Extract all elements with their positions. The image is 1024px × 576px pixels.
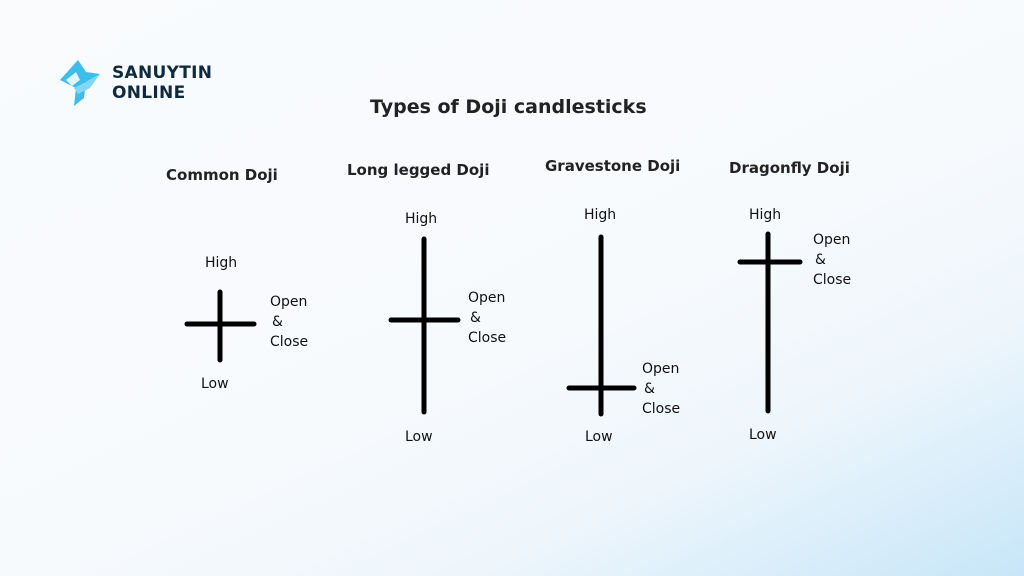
brand-logo[interactable]: SANUYTIN ONLINE bbox=[56, 58, 212, 108]
common-doji-low-label: Low bbox=[201, 376, 229, 392]
close-label: Close bbox=[642, 401, 681, 417]
candle-heading-gravestone: Gravestone Doji bbox=[545, 157, 681, 175]
close-label: Close bbox=[813, 272, 852, 288]
brand-line-1: SANUYTIN bbox=[112, 63, 213, 83]
gravestone-doji-open-close-label: Open & Close bbox=[642, 359, 680, 419]
dragonfly-doji-high-label: High bbox=[749, 207, 782, 223]
candle-heading-long-legged: Long legged Doji bbox=[347, 161, 490, 179]
common-doji-high-label: High bbox=[205, 255, 238, 271]
ampersand-label: & bbox=[272, 314, 283, 330]
common-doji-open-close-label: Open & Close bbox=[270, 292, 308, 352]
fox-logo-icon bbox=[60, 60, 100, 106]
brand-name: SANUYTIN ONLINE bbox=[112, 63, 212, 103]
candle-heading-common: Common Doji bbox=[166, 166, 278, 184]
open-label: Open bbox=[270, 294, 308, 310]
dragonfly-doji-low-label: Low bbox=[749, 427, 777, 443]
gravestone-doji-low-label: Low bbox=[585, 429, 613, 445]
close-label: Close bbox=[270, 334, 309, 350]
ampersand-label: & bbox=[470, 310, 481, 326]
close-label: Close bbox=[468, 330, 507, 346]
diagram-title: Types of Doji candlesticks bbox=[370, 96, 647, 118]
long-legged-doji-high-label: High bbox=[405, 211, 438, 227]
long-legged-doji-open-close-label: Open & Close bbox=[468, 288, 506, 348]
dragonfly-doji-open-close-label: Open & Close bbox=[813, 230, 851, 290]
open-label: Open bbox=[468, 290, 506, 306]
gravestone-doji-high-label: High bbox=[584, 207, 617, 223]
open-label: Open bbox=[642, 361, 680, 377]
open-label: Open bbox=[813, 232, 851, 248]
long-legged-doji-low-label: Low bbox=[405, 429, 433, 445]
brand-line-2: ONLINE bbox=[112, 83, 186, 103]
candle-heading-dragonfly: Dragonfly Doji bbox=[729, 159, 850, 177]
ampersand-label: & bbox=[644, 381, 655, 397]
ampersand-label: & bbox=[815, 252, 826, 268]
